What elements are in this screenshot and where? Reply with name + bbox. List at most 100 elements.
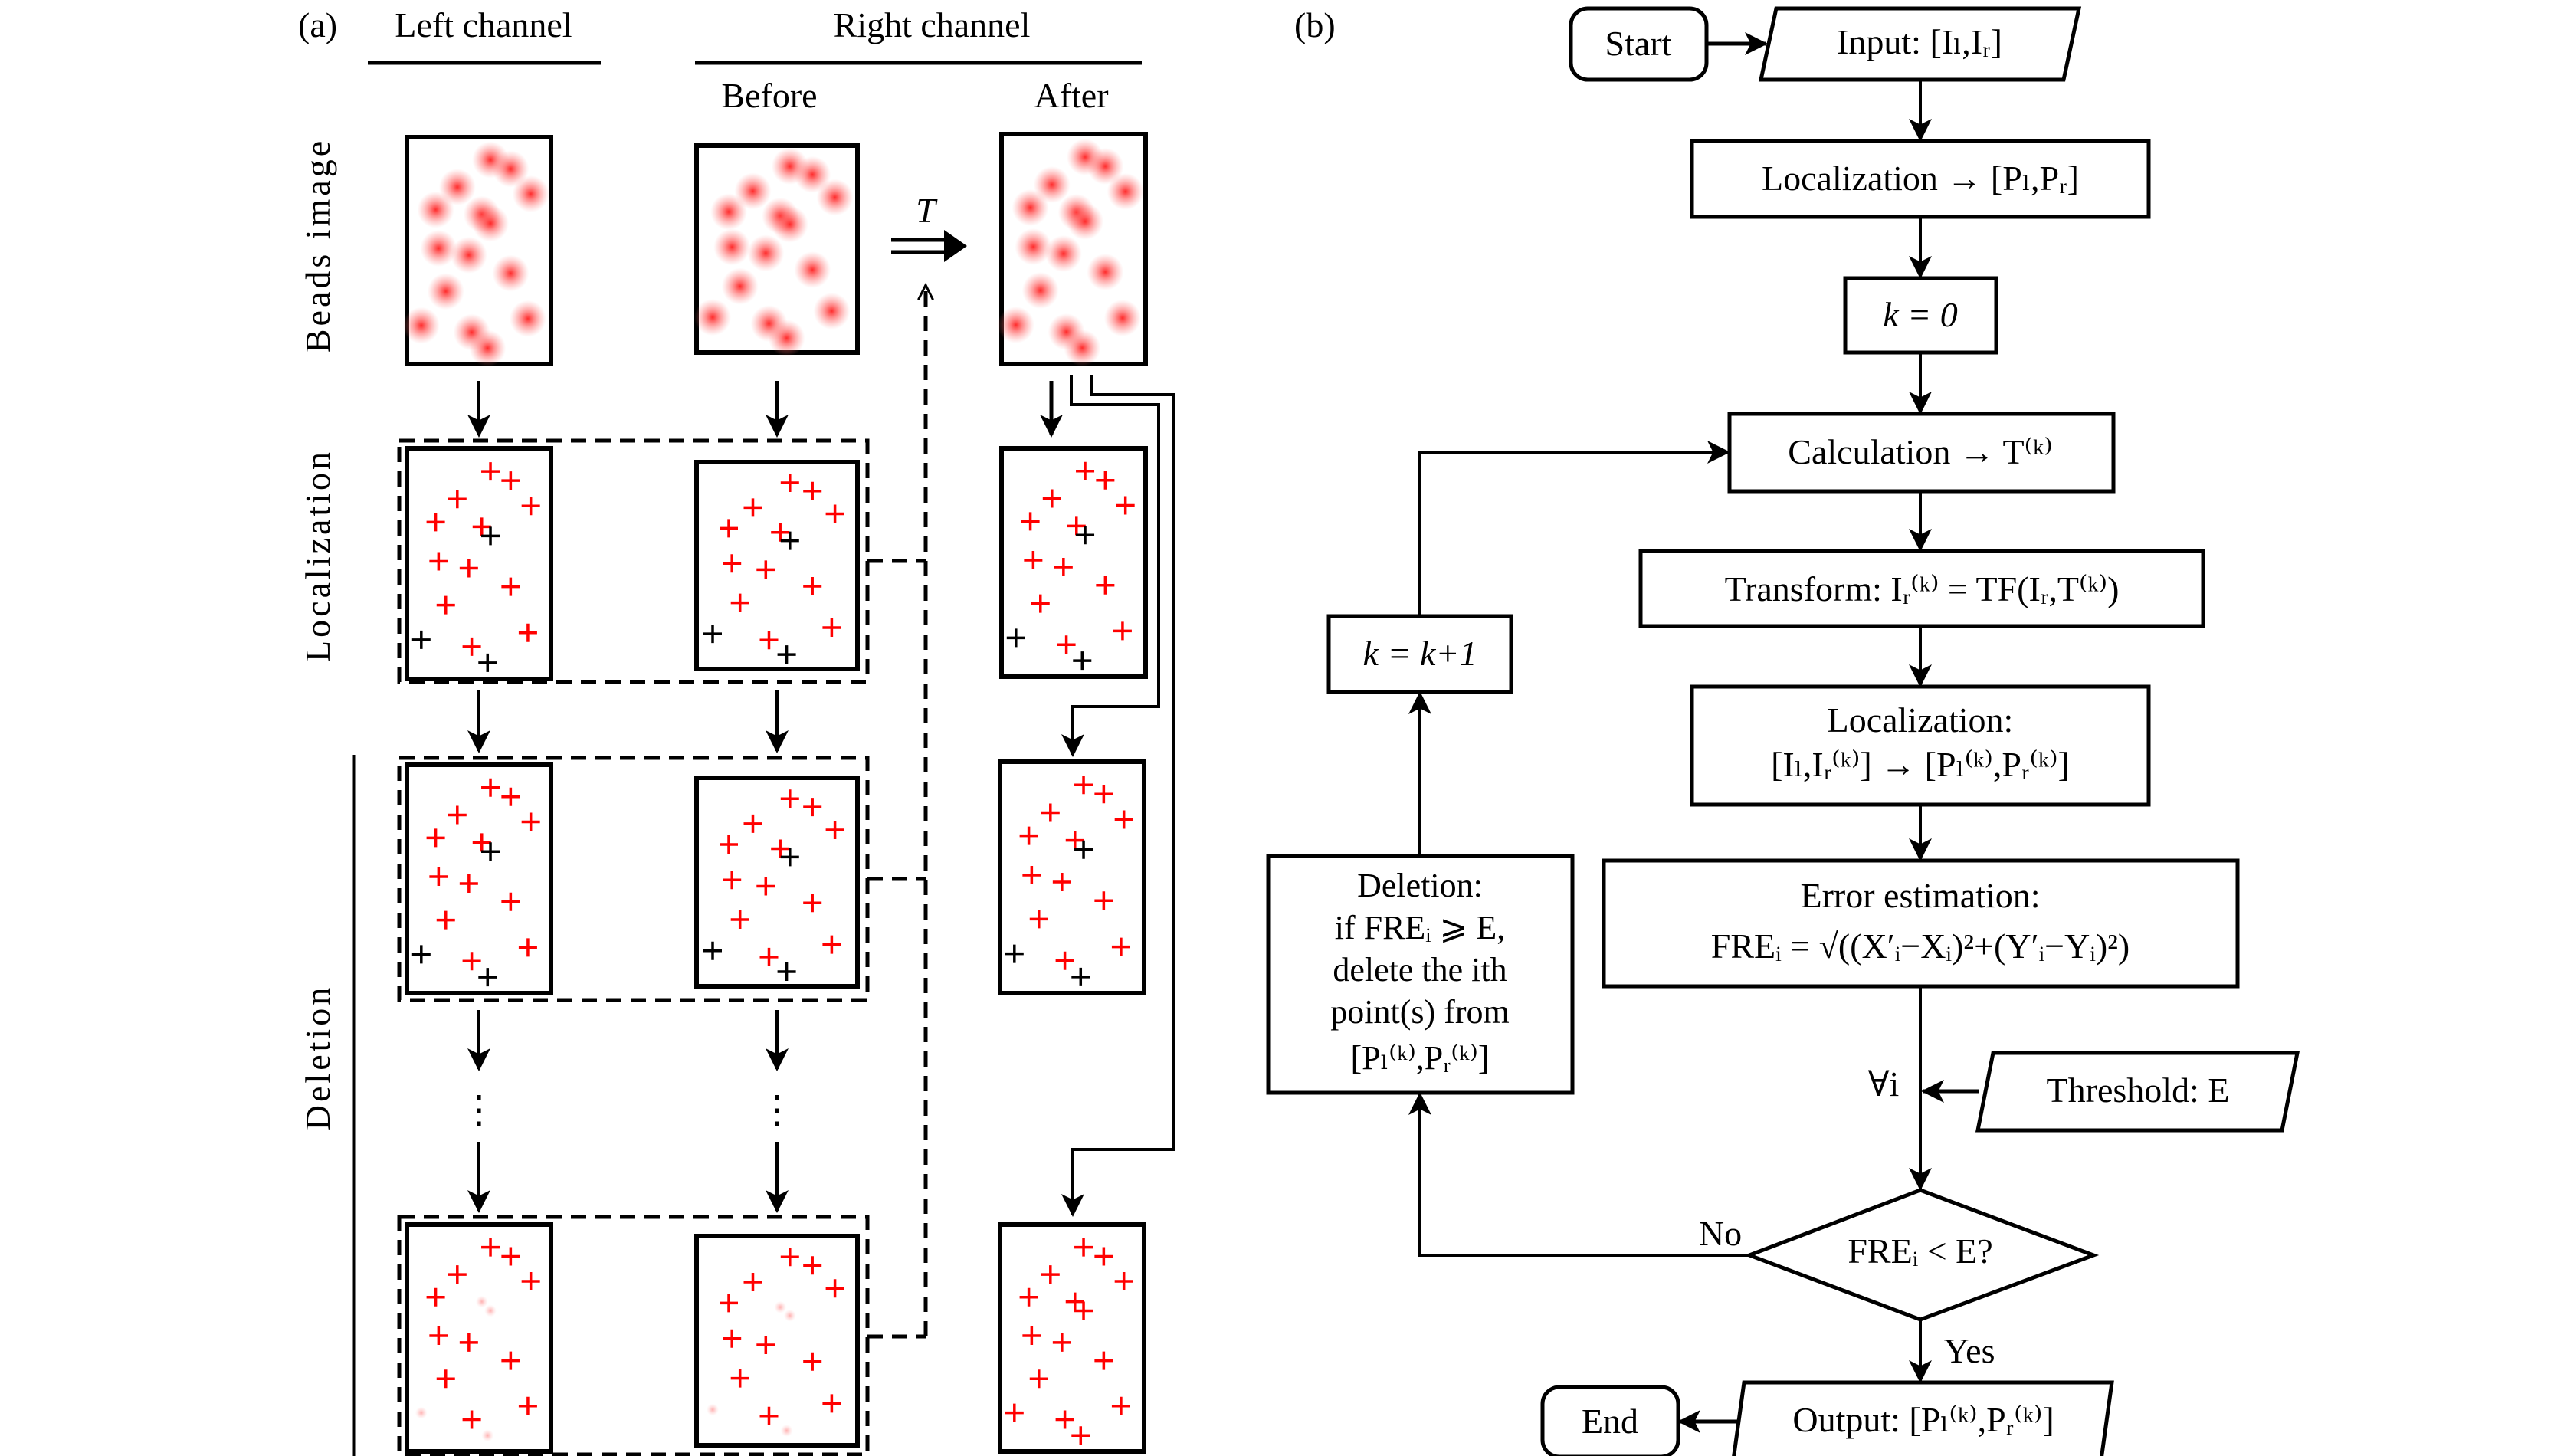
localization-marker [1074,1238,1093,1257]
localization-marker [1055,951,1074,970]
localization-marker [780,789,799,808]
panel-a: (a) Left channel Right channel Before Af… [298,5,1175,1456]
end-node [1540,1385,1680,1456]
k-init-node [1843,276,1998,355]
localization-marker [822,935,841,954]
localization-marker [462,952,481,971]
outlier-marker [478,653,497,672]
localization-marker [1065,831,1084,850]
bead-spot [794,156,831,193]
localization-marker [756,560,775,579]
localization-marker [803,1352,822,1371]
transform-node [1638,549,2205,628]
localization-marker [521,812,540,831]
outlier-marker [411,630,431,649]
localization-marker [1057,635,1076,654]
localization-marker [743,1273,762,1292]
bead-spot [710,193,747,231]
output-node [1732,1380,2114,1456]
localization-marker [1029,1369,1048,1389]
localization-marker [448,805,467,825]
ellipsis-before: ⋮ [758,1088,796,1131]
bead-spot [1021,272,1059,309]
localization-marker [448,490,467,509]
loc-after-panel [999,446,1148,679]
localization-marker [459,559,478,578]
before-header: Before [721,76,817,115]
localization-marker [501,892,520,911]
bead-spot [1103,300,1141,336]
increment-label: k = k+1 [1363,634,1477,673]
bead-spot [472,205,510,242]
localization-marker [720,1294,738,1313]
localization-marker [481,778,500,797]
bead-spot [450,236,487,274]
localization-marker [780,474,799,492]
localization-marker [1111,1396,1130,1415]
arrow-no-to-deletion [1408,1092,1749,1257]
beads-after-panel [997,132,1148,366]
threshold-node [1975,1051,2300,1133]
error-estimation-node [1602,858,2240,989]
localization-marker [803,894,822,913]
bead-spot [1044,235,1082,272]
bead-spot [721,267,759,305]
increment-node [1326,614,1513,694]
localization-marker [462,637,481,656]
deln-after-panel [998,1222,1146,1454]
localization-marker [501,1351,520,1370]
deletion-line-2: if FREᵢ ⩾ E, [1335,909,1506,946]
start-label: Start [1605,24,1672,63]
deletion-line-5: [Pₗ⁽ᵏ⁾,Pᵣ⁽ᵏ⁾] [1350,1039,1489,1077]
bead-spot [417,191,454,228]
localization-marker [1055,1410,1074,1429]
row-label-localization: Localization [298,449,337,662]
localization-marker [723,1329,742,1348]
localization-marker [472,517,491,536]
outlier-marker [1071,967,1090,986]
localization-label: Localization → [Pₗ,Pᵣ] [1762,159,2079,198]
localization-marker [756,877,775,896]
localization-marker [1074,1301,1093,1320]
bead-spot [771,205,808,243]
localization-marker [459,1333,478,1352]
localization-marker [1041,1265,1060,1284]
threshold-label: Threshold: E [2047,1071,2230,1110]
localization-marker [825,821,844,839]
localization-marker [501,471,520,490]
localization-marker [730,910,749,929]
localization-marker [1029,910,1048,929]
localization-marker [1071,1426,1090,1445]
localization-marker [521,1272,540,1290]
deln-before-panel [694,1234,860,1448]
localization-marker [436,595,455,615]
localization-marker [759,947,779,966]
bead-spot [1087,254,1124,290]
deletion-line-3: delete the ith [1333,951,1507,989]
feedback-dashed-path [867,285,926,1339]
bead-spot [512,175,549,212]
localization-marker [472,833,491,852]
bead-spot [1107,173,1144,210]
calculation-node [1727,412,2116,494]
localization-marker [759,1406,779,1425]
localization2-line1: Localization: [1828,700,2014,739]
bead-spot [1015,228,1052,265]
localization-marker [521,497,540,516]
localization-marker [822,1394,841,1413]
ellipsis-left: ⋮ [460,1088,498,1131]
deletion-line-4: point(s) from [1330,993,1509,1031]
localization-marker [426,828,445,848]
localization-marker [1042,489,1061,508]
localization-marker [481,462,500,481]
localization-marker [429,552,448,571]
localization-marker [429,867,448,887]
ghost-spot [481,1429,494,1442]
localization-marker [803,798,822,817]
localization-marker [1065,1292,1084,1311]
localization-marker [426,1287,445,1307]
outlier-marker [703,941,722,960]
localization-marker [723,871,742,890]
right-channel-header: Right channel [834,5,1031,44]
